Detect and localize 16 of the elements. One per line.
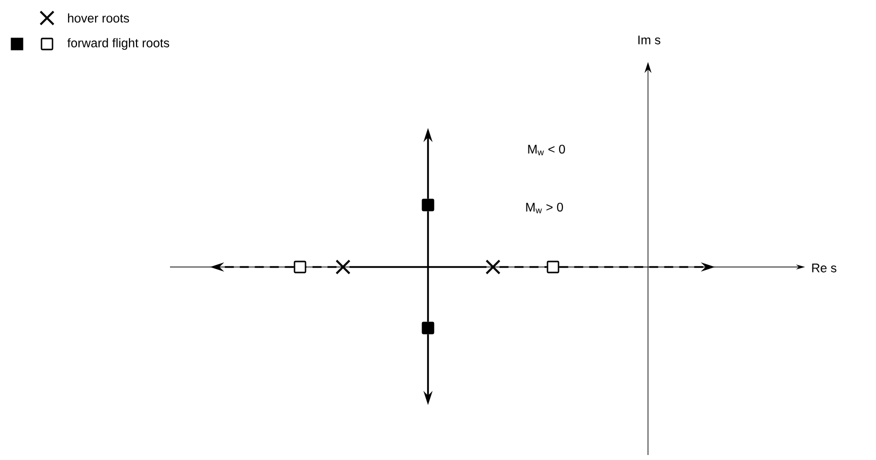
root-square: [546, 260, 560, 274]
condition-label: M$_{w}$ < 0: [528, 144, 565, 156]
root-square: [422, 322, 434, 334]
legend-text: forward flight roots: [67, 38, 170, 50]
root-square: [294, 260, 306, 274]
axis-label: Re s: [812, 264, 836, 272]
root-cross: [336, 260, 350, 274]
root-square: [422, 198, 434, 212]
root-locus: [500, 266, 547, 268]
axis-label: Im s: [638, 36, 660, 44]
legend-text: hover roots: [68, 13, 130, 23]
root-cross: [486, 260, 500, 274]
root-locus: [350, 266, 486, 268]
root-locus: [306, 266, 336, 268]
root-locus: [427, 211, 429, 322]
condition-label: M$_{w}$ > 0: [526, 202, 563, 214]
